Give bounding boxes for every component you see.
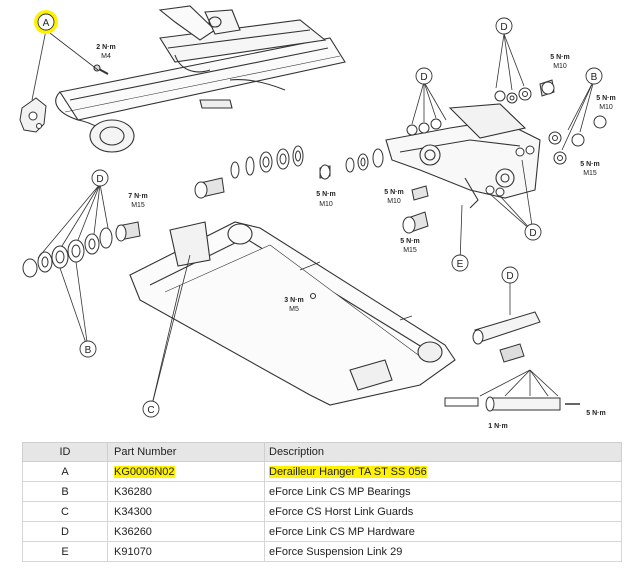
parts-table: ID Part Number Description A KG0006N02 D… <box>22 442 622 562</box>
callout-b: B <box>591 72 598 83</box>
torque-specs: 2 N·m M4 5 N·m M10 5 N·m M10 5 N·m M10 5… <box>96 44 615 430</box>
table-row: C K34300 eForce CS Horst Link Guards <box>22 501 622 522</box>
callout-d: D <box>500 22 507 33</box>
row-id: B <box>22 481 108 502</box>
torque-value: 5 N·m <box>384 189 403 196</box>
torque-bolt: M4 <box>101 53 111 60</box>
header-id: ID <box>22 442 108 462</box>
derailleur-hanger-drawing <box>19 97 47 133</box>
callout-d: D <box>420 72 427 83</box>
callout-d: D <box>529 228 536 239</box>
row-description: Derailleur Hanger TA ST SS 056 <box>264 461 622 482</box>
callout-labels: A D D B D D E D B C <box>34 10 603 418</box>
torque-bolt: M5 <box>289 306 299 313</box>
rocker-link-drawing <box>385 103 541 209</box>
row-part-number: K34300 <box>107 501 265 522</box>
center-hardware-drawing <box>194 145 384 199</box>
highlighted-part-number: KG0006N02 <box>114 465 175 478</box>
highlighted-description: Derailleur Hanger TA ST SS 056 <box>269 465 427 478</box>
chainstay-drawing <box>55 5 346 153</box>
callout-a: A <box>43 18 50 29</box>
torque-value: 5 N·m <box>586 410 605 417</box>
row-part-number: K91070 <box>107 541 265 562</box>
torque-value: 3 N·m <box>284 297 303 304</box>
torque-bolt: M15 <box>131 202 145 209</box>
torque-bolt: M15 <box>583 170 597 177</box>
callout-d: D <box>96 174 103 185</box>
parts-table-header: ID Part Number Description <box>22 442 622 462</box>
callout-d: D <box>506 271 513 282</box>
row-part-number: KG0006N02 <box>107 461 265 482</box>
table-row: D K36260 eForce Link CS MP Hardware <box>22 521 622 542</box>
row-description: eForce Link CS MP Bearings <box>264 481 622 502</box>
lower-frame-drawing <box>129 221 456 406</box>
torque-value: 5 N·m <box>316 191 335 198</box>
row-id: E <box>22 541 108 562</box>
torque-value: 5 N·m <box>550 54 569 61</box>
bearing-stack-drawing <box>22 221 141 278</box>
torque-value: 2 N·m <box>96 44 115 51</box>
table-row: B K36280 eForce Link CS MP Bearings <box>22 481 622 502</box>
torque-bolt: M10 <box>553 63 567 70</box>
right-hardware-drawing <box>402 79 607 234</box>
header-description: Description <box>264 442 622 462</box>
torque-value: 5 N·m <box>580 161 599 168</box>
row-description: eForce Link CS MP Hardware <box>264 521 622 542</box>
row-part-number: K36260 <box>107 521 265 542</box>
callout-a-circle <box>37 13 55 31</box>
torque-bolt: M10 <box>387 198 401 205</box>
callout-c: C <box>147 405 154 416</box>
torque-bolt: M15 <box>403 247 417 254</box>
table-row: E K91070 eForce Suspension Link 29 <box>22 541 622 562</box>
callout-e: E <box>457 259 464 270</box>
row-description: eForce Suspension Link 29 <box>264 541 622 562</box>
torque-bolt: M10 <box>319 201 333 208</box>
torque-value: 7 N·m <box>128 193 147 200</box>
callout-b: B <box>85 345 92 356</box>
torque-value: 1 N·m <box>488 423 507 430</box>
header-row: ID Part Number Description <box>22 442 622 462</box>
parts-table-body: A KG0006N02 Derailleur Hanger TA ST SS 0… <box>22 461 622 562</box>
row-id: A <box>22 461 108 482</box>
table-row: A KG0006N02 Derailleur Hanger TA ST SS 0… <box>22 461 622 482</box>
row-description: eForce CS Horst Link Guards <box>264 501 622 522</box>
exploded-parts-diagram: A D D B D D E D B C 2 N·m M4 5 N·m M10 5… <box>19 5 616 430</box>
row-id: C <box>22 501 108 522</box>
row-part-number: K36280 <box>107 481 265 502</box>
row-id: D <box>22 521 108 542</box>
torque-value: 5 N·m <box>400 238 419 245</box>
torque-value: 5 N·m <box>596 95 615 102</box>
axle-hardware-drawing <box>444 311 580 412</box>
torque-bolt: M10 <box>599 104 613 111</box>
header-part-number: Part Number <box>107 442 265 462</box>
